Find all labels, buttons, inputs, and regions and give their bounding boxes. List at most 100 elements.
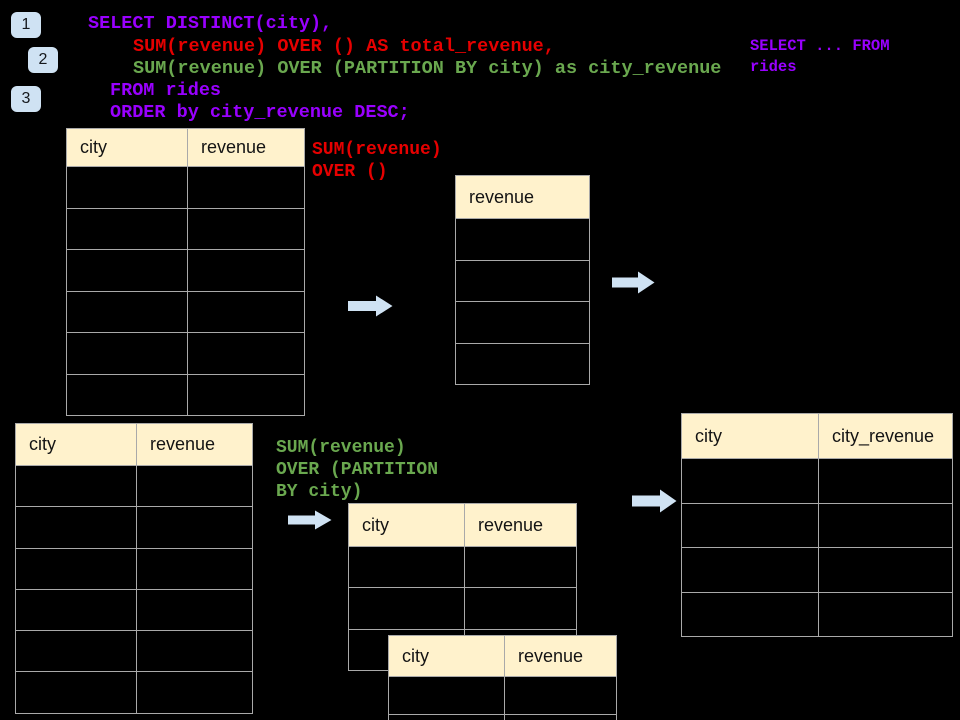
step-badge-3: 3 [11, 86, 41, 112]
table-cell [682, 504, 818, 548]
side-note-select-from-rides: SELECT ... FROM rides [750, 37, 890, 76]
table-row [456, 218, 589, 260]
table-cell [16, 549, 136, 589]
table-cell [16, 672, 136, 712]
column-header-revenue: revenue [469, 186, 535, 207]
table-cell [16, 466, 136, 506]
table-header-row: city revenue [16, 424, 252, 465]
table-cell [136, 672, 252, 713]
step-badge-2: 2 [28, 47, 58, 73]
table-cell [504, 715, 616, 720]
table-row [16, 671, 252, 713]
partition-annotation: SUM(revenue) OVER (PARTITION BY city) [276, 438, 439, 502]
column-header-revenue: revenue [187, 129, 304, 166]
table-row [456, 301, 589, 343]
table-cell [67, 292, 187, 333]
table-cell [136, 589, 252, 631]
table-row [456, 342, 589, 385]
flow-arrow-icon [612, 271, 655, 294]
table-cell [504, 677, 616, 714]
table-cell [187, 250, 304, 291]
table-row [67, 290, 304, 333]
table-row [67, 332, 304, 374]
table-cell [682, 593, 818, 637]
table-header-row: city revenue [349, 504, 576, 546]
table-cell [456, 344, 589, 385]
column-header-revenue: revenue [464, 504, 576, 546]
table-cell [67, 333, 187, 374]
table-cell [67, 167, 187, 208]
table-cell [187, 333, 304, 374]
table-cell [67, 375, 187, 416]
flow-arrow-icon [632, 489, 677, 513]
table-row [16, 630, 252, 672]
table-cell [682, 459, 818, 503]
flow-arrow-icon [348, 295, 393, 317]
column-header-city: city [80, 137, 107, 157]
column-header-city: city [402, 645, 429, 666]
table-cell [818, 592, 952, 636]
table-cell [187, 291, 304, 332]
table-cell [818, 503, 952, 547]
table-row [682, 547, 952, 592]
table-row [67, 207, 304, 250]
table-header-row: city city_revenue [682, 414, 952, 458]
table-cell [818, 548, 952, 592]
table-header-row: city revenue [389, 636, 616, 676]
table-row [16, 547, 252, 589]
sql-line-select: SELECT DISTINCT(city), [88, 13, 333, 34]
column-header-city: city [362, 514, 389, 535]
table-cell [136, 466, 252, 507]
total-revenue-table: revenue [455, 175, 590, 385]
table-row [67, 166, 304, 208]
table-row [456, 259, 589, 302]
table-cell [187, 374, 304, 415]
table-cell [464, 547, 576, 588]
table-row [16, 506, 252, 548]
table-row [67, 249, 304, 291]
table-row [349, 587, 576, 629]
table-header-row: revenue [456, 176, 589, 218]
flow-arrow-icon [288, 510, 332, 530]
column-header-city: city [695, 425, 722, 446]
table-cell [67, 250, 187, 291]
table-cell [136, 631, 252, 672]
table-row [682, 502, 952, 548]
table-row [67, 373, 304, 416]
table-cell [682, 548, 818, 592]
partition-table-front: city revenue [388, 635, 617, 720]
table-cell [16, 507, 136, 547]
step-badge-1: 1 [11, 12, 41, 38]
table-cell [16, 590, 136, 630]
city-revenue-result-table: city city_revenue [681, 413, 953, 637]
sql-line-order-by: ORDER by city_revenue DESC; [110, 102, 410, 123]
total-revenue-annotation: SUM(revenue) OVER () [312, 140, 442, 182]
table-cell [67, 209, 187, 250]
source-table-bottom: city revenue [15, 423, 253, 714]
table-row [349, 546, 576, 588]
table-row [16, 588, 252, 631]
table-header-row: city revenue [67, 129, 304, 166]
table-row [16, 465, 252, 507]
table-row [682, 458, 952, 503]
sql-line-total-revenue: SUM(revenue) OVER () AS total_revenue, [133, 36, 555, 57]
sql-line-partition: SUM(revenue) OVER (PARTITION BY city) as… [133, 58, 722, 79]
table-cell [389, 715, 504, 720]
table-row [682, 591, 952, 637]
table-cell [136, 507, 252, 548]
table-cell [818, 459, 952, 503]
table-cell [349, 547, 464, 587]
column-header-revenue: revenue [504, 636, 616, 676]
table-cell [16, 631, 136, 671]
table-cell [187, 208, 304, 249]
table-cell [187, 167, 304, 208]
column-header-city: city [29, 434, 56, 454]
table-row [389, 714, 616, 720]
column-header-city-revenue: city_revenue [818, 414, 952, 458]
table-cell [456, 261, 589, 302]
table-cell [349, 588, 464, 628]
table-cell [464, 588, 576, 629]
sql-line-from: FROM rides [110, 80, 222, 101]
table-cell [136, 548, 252, 589]
